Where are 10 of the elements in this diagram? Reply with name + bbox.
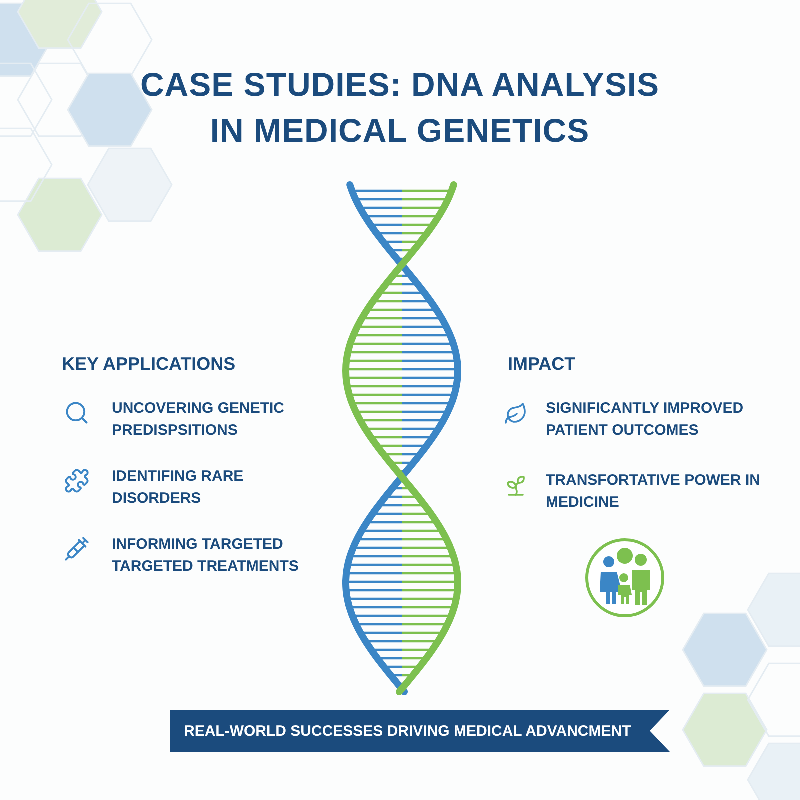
application-item: IDENTIFING RARE DISORDERS <box>112 467 245 509</box>
banner-ribbon <box>170 710 670 752</box>
impact-item: SIGNIFICANTLY IMPROVED PATIENT OUTCOMES <box>546 399 745 441</box>
title: CASE STUDIES: DNA ANALYSIS IN MEDICAL GENETICS <box>139 65 661 151</box>
impact-item: TRANSFORTATIVE POWER IN MEDICINE <box>546 471 761 513</box>
section-heading: IMPACT <box>508 354 576 375</box>
section-heading: KEY APPLICATIONS <box>62 354 236 375</box>
application-item: INFORMING TARGETED TARGETED TREATMENTS <box>112 535 300 577</box>
application-item: UNCOVERING GENETIC PREDISPSITIONS <box>112 399 286 441</box>
banner-text: REAL-WORLD SUCCESSES DRIVING MEDICAL ADVANCMENT <box>184 722 632 740</box>
